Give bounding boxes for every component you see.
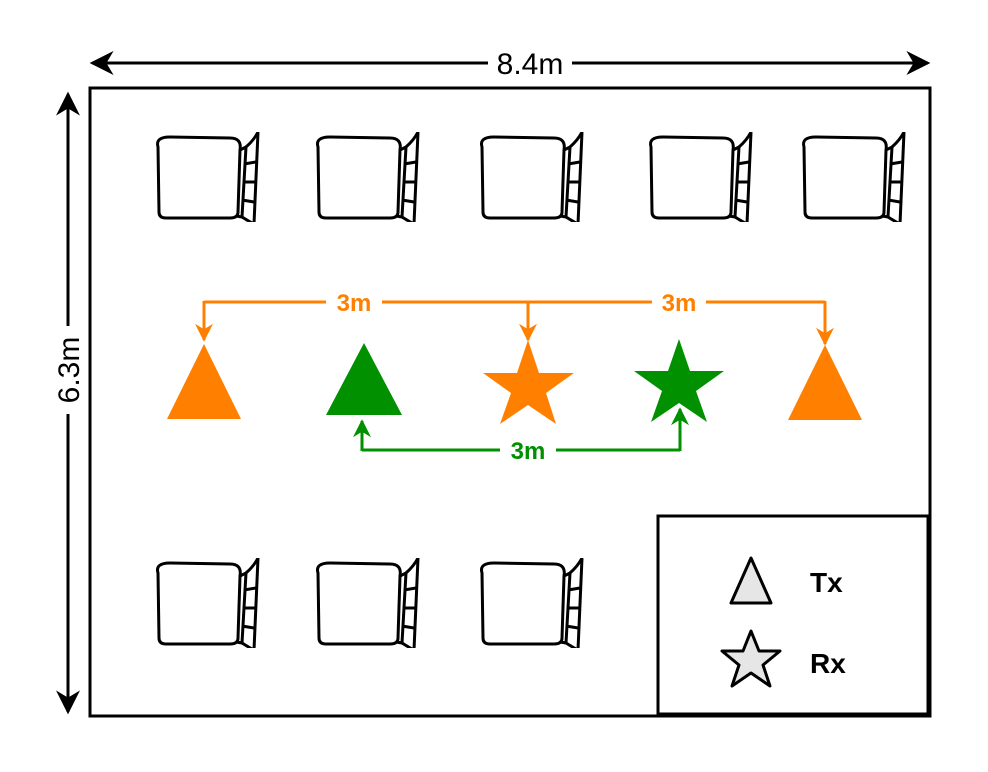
legend-rx-label: Rx [810, 648, 846, 679]
green-spacing-bracket: 3m [353, 407, 689, 465]
green-spacing-label: 3m [511, 438, 546, 465]
orange-receiver [483, 340, 574, 424]
height-dimension: 6.3m [53, 91, 86, 715]
orange-transmitter-left [167, 344, 241, 419]
green-transmitter [326, 343, 402, 415]
green-receiver [634, 339, 724, 422]
orange-spacing-left-label: 3m [337, 290, 372, 317]
bottom-seat-row [156, 558, 584, 648]
orange-spacing-bracket: 3m 3m [195, 290, 834, 346]
width-dimension: 8.4m [89, 48, 931, 81]
legend-rx-icon [720, 629, 782, 688]
orange-spacing-right-label: 3m [662, 290, 697, 317]
height-label: 6.3m [53, 337, 86, 404]
orange-transmitter-right [788, 345, 862, 420]
legend-box [656, 514, 930, 716]
legend-tx-icon [729, 556, 773, 605]
width-label: 8.4m [497, 48, 564, 81]
legend: Tx Rx [656, 514, 930, 716]
legend-tx-label: Tx [810, 567, 843, 598]
